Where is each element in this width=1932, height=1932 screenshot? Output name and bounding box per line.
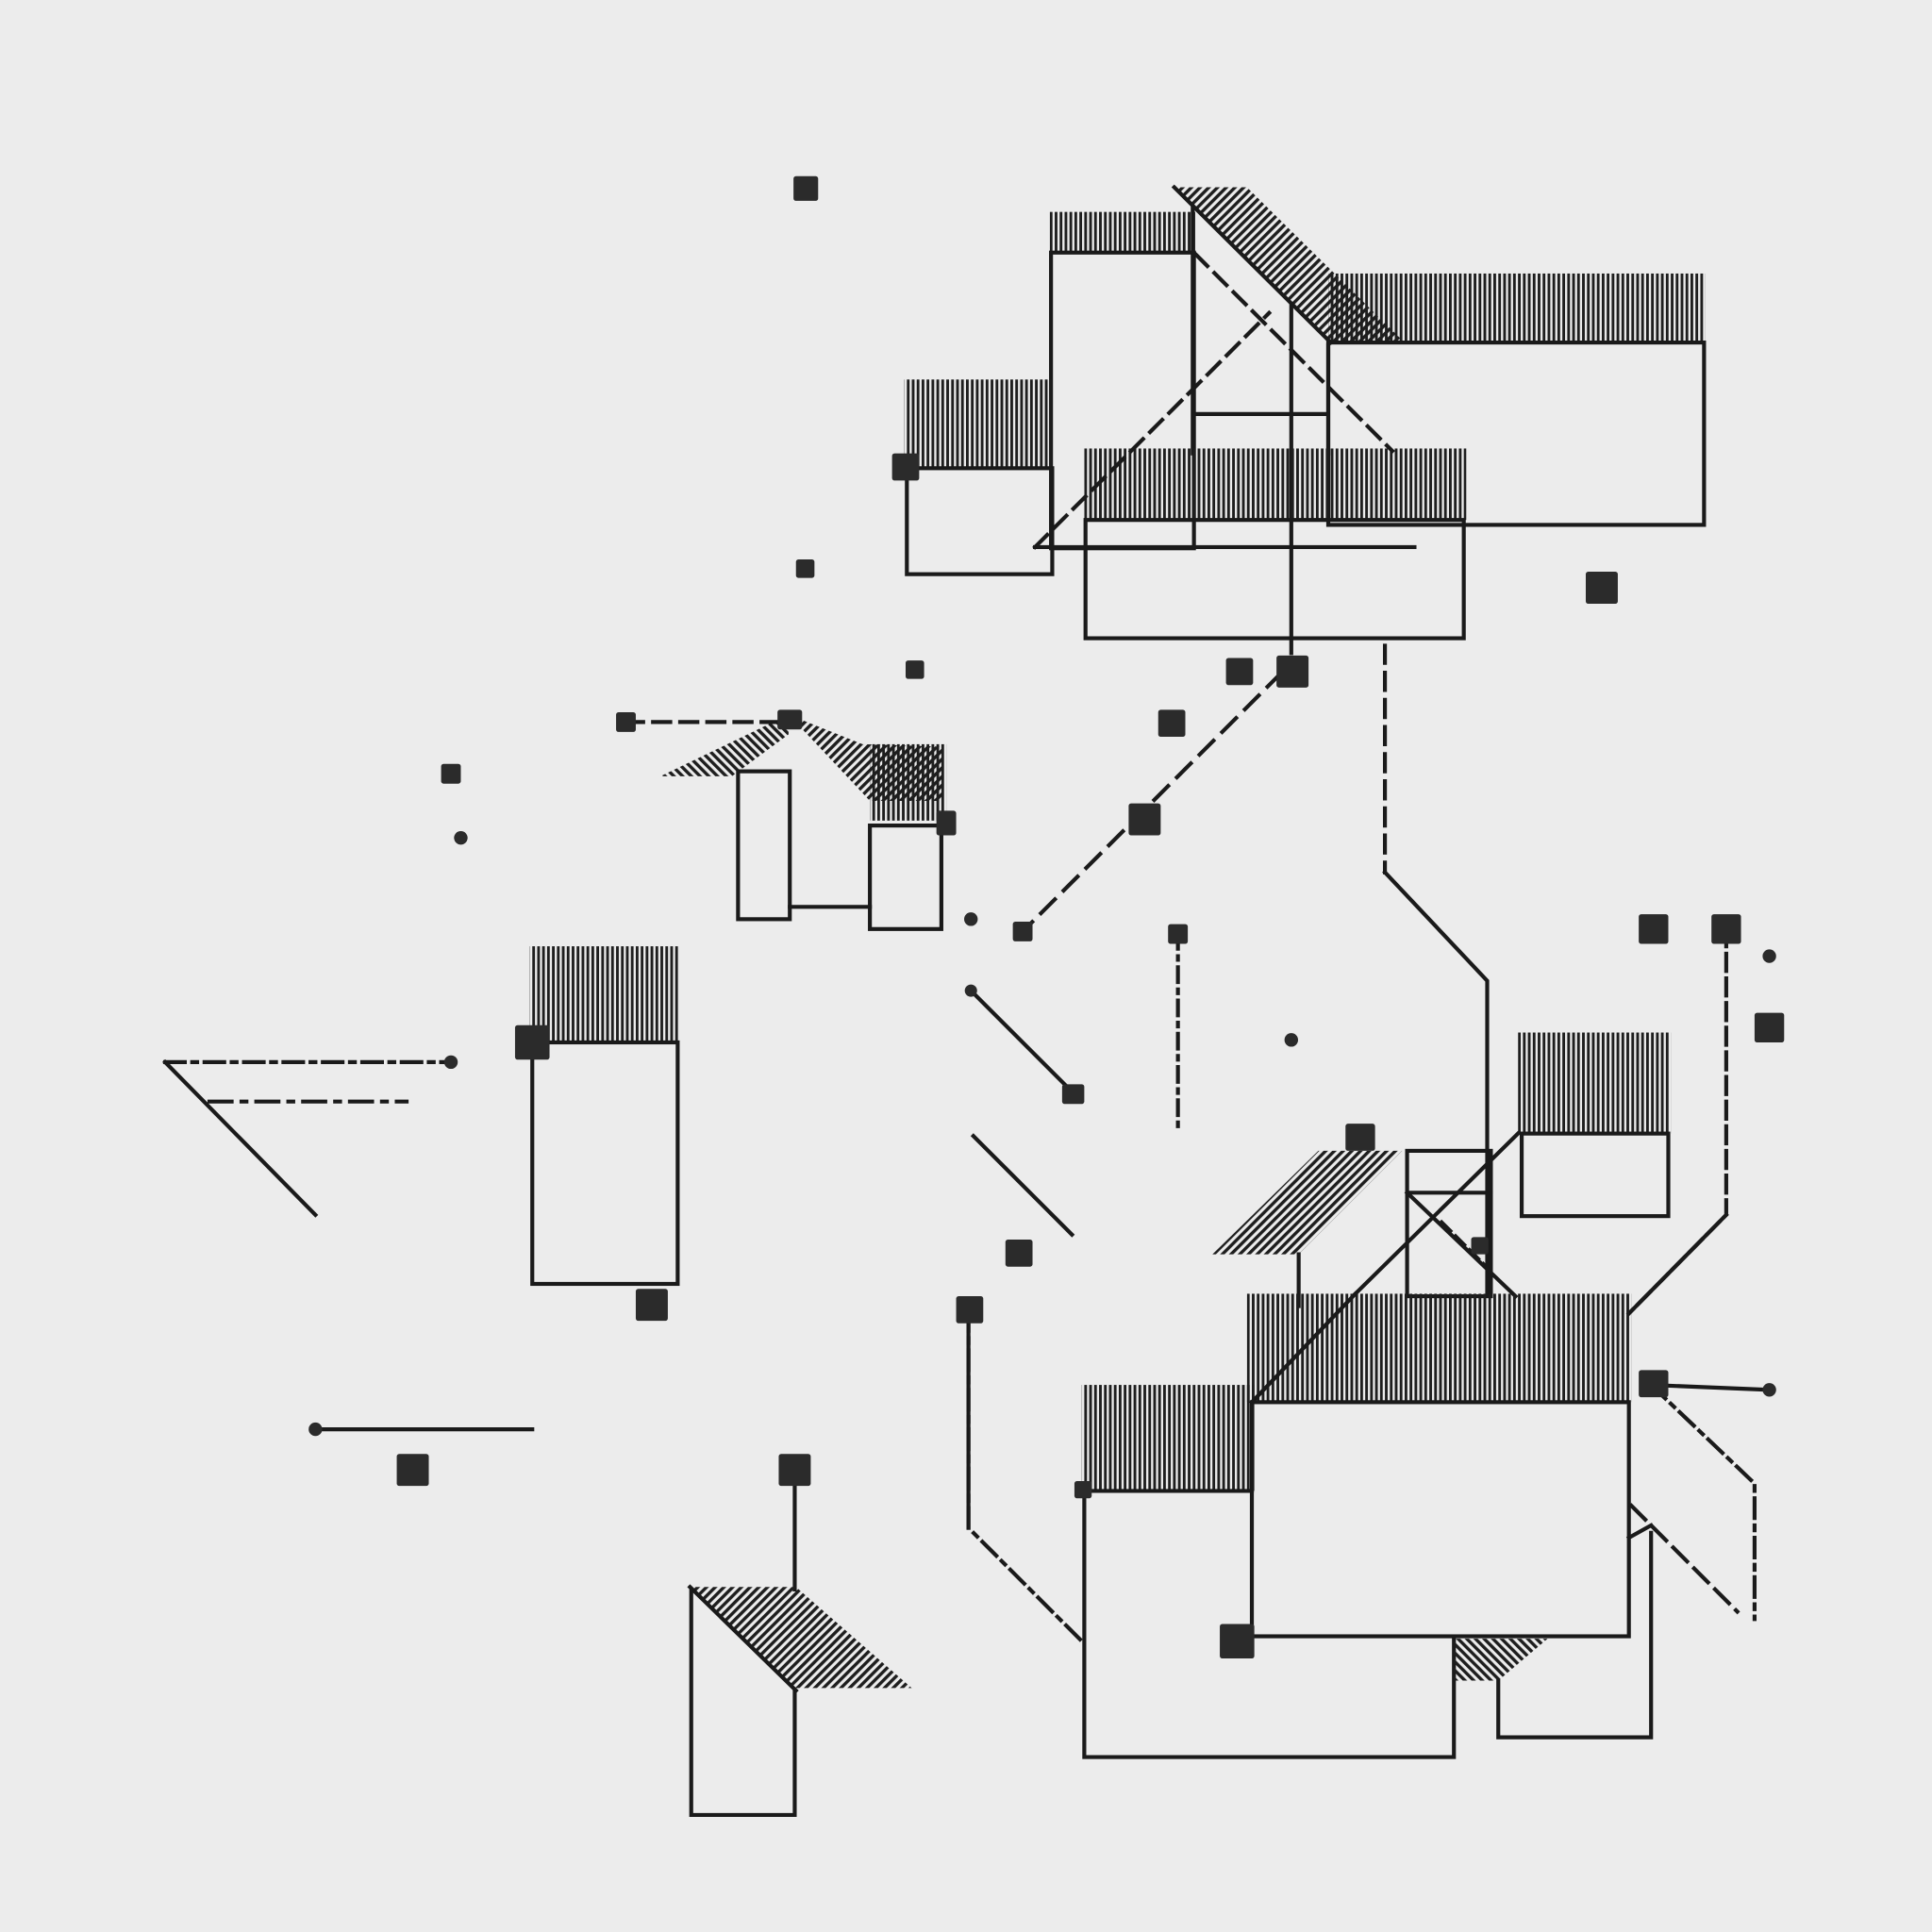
- node-dot: [1284, 1033, 1298, 1047]
- node-square: [1639, 1370, 1669, 1398]
- right-wide-block: [1325, 341, 1707, 527]
- slant-roof-small: [1212, 1150, 1403, 1255]
- node-square: [793, 175, 819, 201]
- lower-right-block: [1496, 1530, 1654, 1740]
- bottom-left-house: [687, 1466, 912, 1818]
- node-square: [1220, 1624, 1255, 1659]
- node-dot: [443, 1055, 458, 1070]
- node-dot: [964, 912, 978, 926]
- node-dot: [1762, 1383, 1776, 1397]
- node-square: [906, 660, 924, 679]
- center-strokes: [313, 931, 1180, 1432]
- node-square: [396, 1454, 429, 1487]
- node-square: [795, 558, 815, 578]
- node-square: [956, 1296, 984, 1324]
- node-dot: [964, 984, 977, 997]
- node-square: [1639, 914, 1669, 944]
- node-square: [1061, 1084, 1085, 1105]
- node-square: [1754, 1012, 1785, 1042]
- top-building-cluster: [904, 184, 1707, 1296]
- left-low-block: [1082, 1489, 1457, 1759]
- house-left-wall: [736, 769, 792, 922]
- upper-right-box: [1519, 1131, 1671, 1219]
- main-block: [1249, 1400, 1631, 1639]
- right-wide-block-roof: [1328, 273, 1706, 343]
- node-square: [1012, 921, 1033, 941]
- node-square: [1158, 709, 1186, 738]
- node-square: [1128, 803, 1161, 836]
- node-square: [1005, 1239, 1033, 1267]
- left-tower-body: [530, 1040, 680, 1287]
- node-square: [777, 709, 803, 730]
- node-dot: [1762, 949, 1776, 963]
- under-roof-hatch: [1454, 1639, 1548, 1681]
- node-square: [1276, 655, 1309, 688]
- front-block-roof: [1084, 448, 1467, 521]
- node-square: [1168, 924, 1189, 944]
- left-tower-roof: [529, 946, 680, 1042]
- upper-right-box-roof: [1518, 1032, 1672, 1134]
- node-square: [616, 711, 636, 732]
- node-square: [1471, 1237, 1489, 1255]
- bottom-right-cluster: [966, 926, 1772, 1759]
- node-square: [514, 1024, 550, 1060]
- node-square: [936, 810, 957, 836]
- left-low-block-roof: [1081, 1385, 1255, 1491]
- node-dot: [308, 1422, 323, 1437]
- small-left-annex-roof: [904, 379, 1053, 469]
- node-dot: [454, 830, 468, 845]
- node-square: [635, 1289, 668, 1322]
- slant-edge: [1171, 184, 1334, 346]
- front-block: [1083, 518, 1466, 641]
- node-square: [1711, 914, 1741, 944]
- tall-left-block-roof: [1049, 211, 1195, 255]
- house-annex: [868, 824, 943, 931]
- node-square: [891, 453, 920, 481]
- node-square: [778, 1454, 811, 1487]
- node-square: [1225, 658, 1254, 686]
- node-square: [441, 763, 461, 784]
- small-left-annex: [905, 466, 1055, 576]
- node-square: [1585, 572, 1618, 604]
- dot-markers: [308, 830, 1776, 1437]
- node-markers: [396, 175, 1785, 1659]
- left-tower: [162, 946, 680, 1287]
- main-block-roof: [1246, 1293, 1632, 1403]
- bottom-left-walls: [689, 1587, 797, 1818]
- bottom-left-roof: [690, 1587, 912, 1689]
- side-annex-roof: [870, 743, 947, 821]
- node-square: [1074, 1480, 1092, 1499]
- node-square: [1345, 1124, 1375, 1151]
